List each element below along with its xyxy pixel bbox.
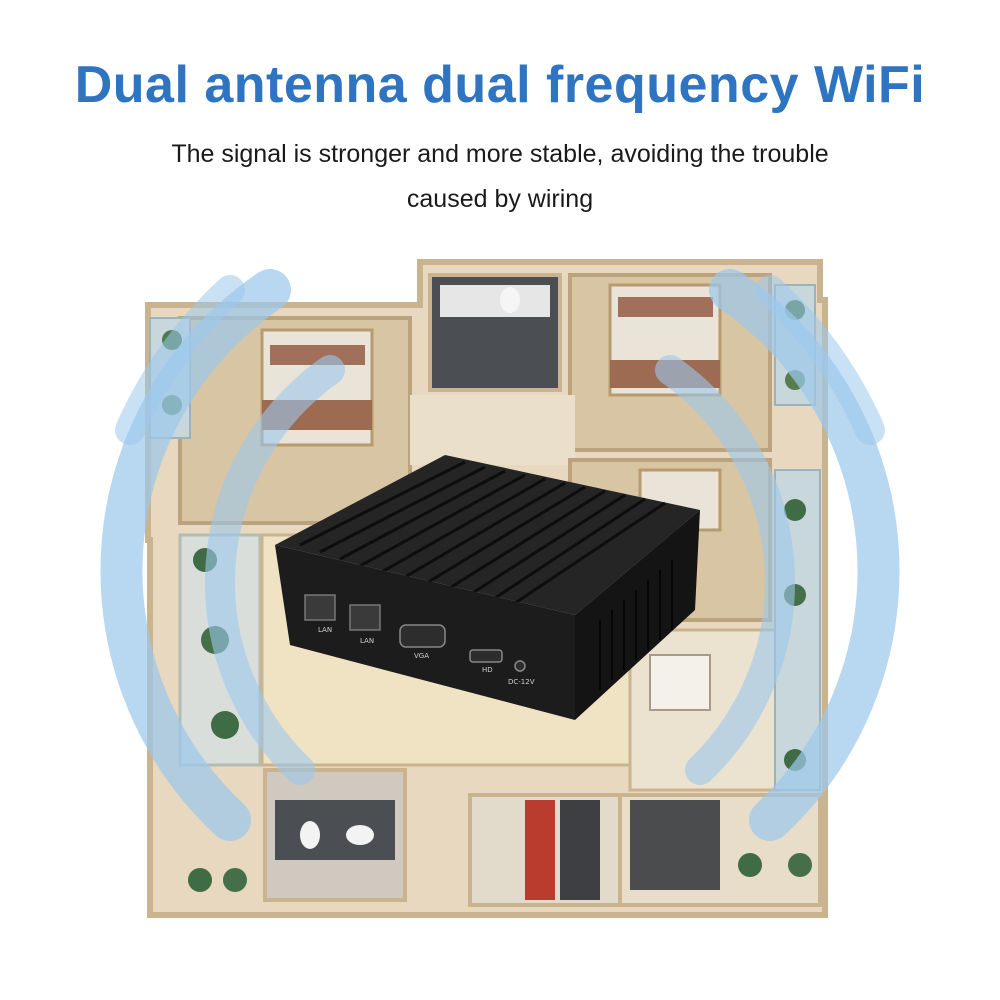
port-label-lan-1: LAN xyxy=(318,626,332,634)
port-label-vga: VGA xyxy=(414,652,429,660)
floorplan-scene: LAN LAN VGA HD DC-12V xyxy=(100,259,900,918)
subtitle-line-2: caused by wiring xyxy=(406,185,594,213)
subtitle-line-1: The signal is stronger and more stable, … xyxy=(171,140,829,168)
port-label-lan-2: LAN xyxy=(360,637,374,645)
wifi-signal-arc-icon xyxy=(100,269,900,841)
port-label-dc: DC-12V xyxy=(508,678,535,686)
headline: Dual antenna dual frequency WiFi xyxy=(74,56,926,114)
mini-pc-icon: LAN LAN VGA HD DC-12V xyxy=(275,455,700,720)
port-label-hd: HD xyxy=(482,666,493,674)
